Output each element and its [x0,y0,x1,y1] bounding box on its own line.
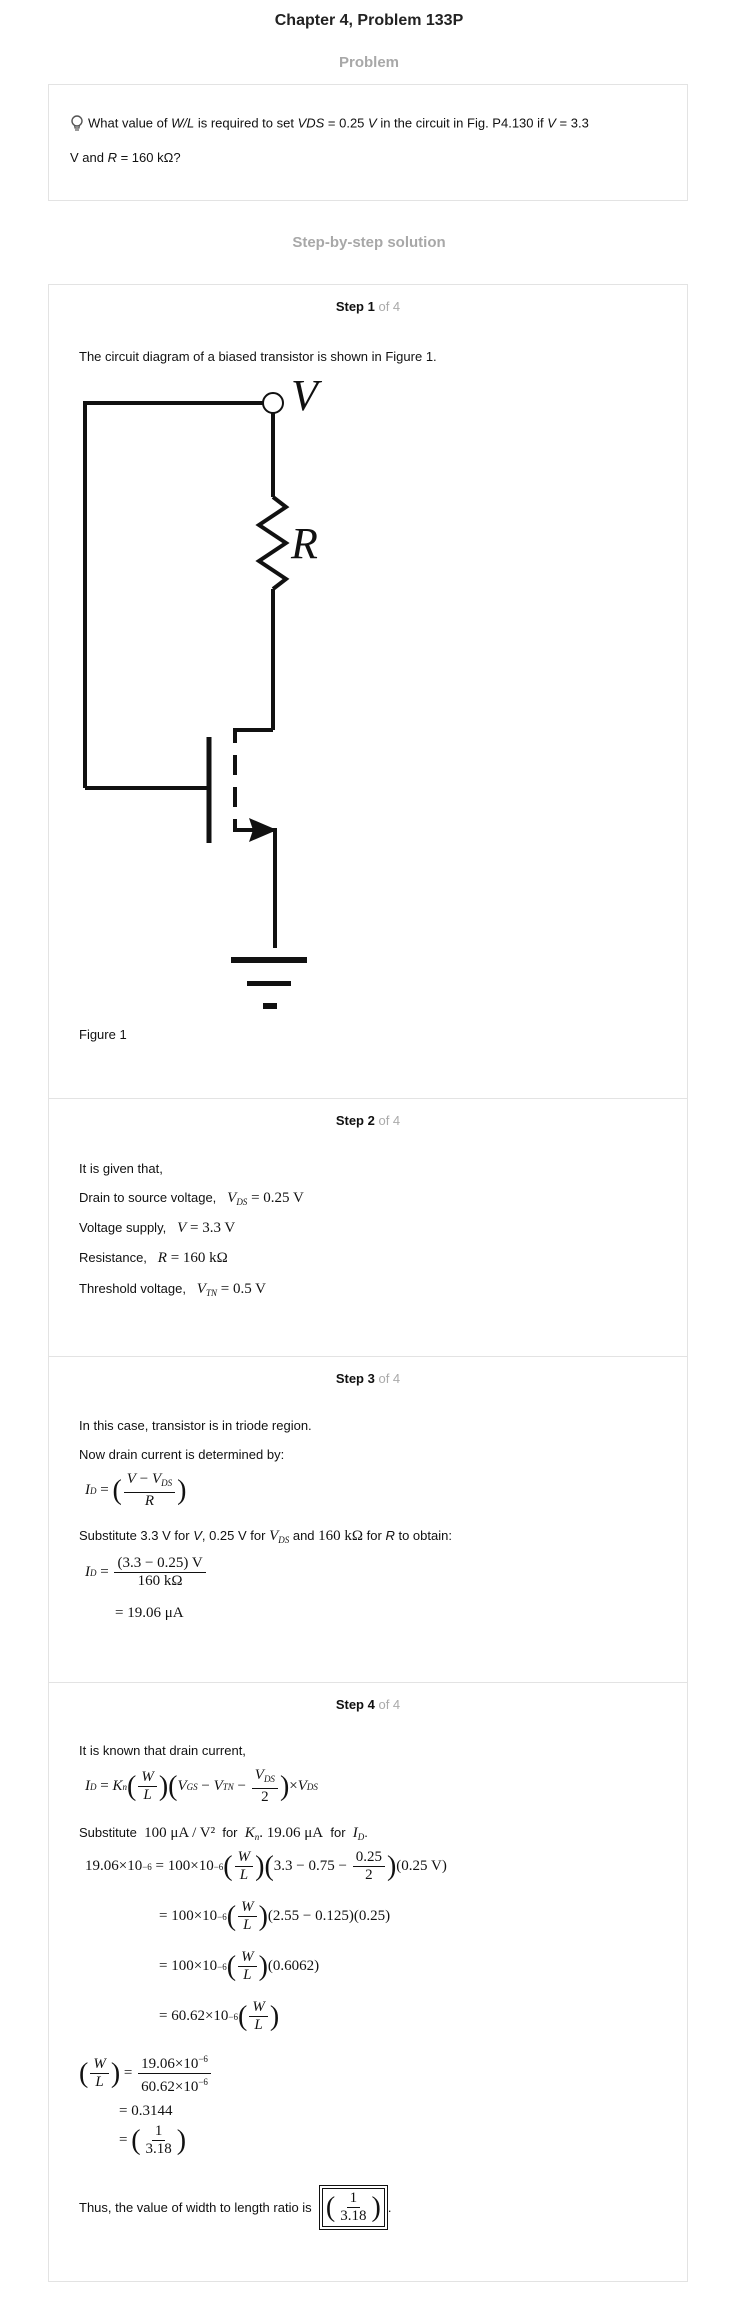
problem-text-line1: What value of W/L is required to set VDS… [70,115,589,133]
step-4-conclusion: Thus, the value of width to length ratio… [79,2185,391,2230]
lightbulb-icon [70,115,84,133]
step-3-box: Step 3 of 4 In this case, transistor is … [48,1356,688,1682]
given-vtn: Threshold voltage, VTN = 0.5 V [79,1281,267,1298]
step-3-header: Step 3 of 4 [335,1371,401,1386]
given-v: Voltage supply, V = 3.3 V [79,1220,236,1236]
ratio-decimal: = 0.3144 [119,2103,173,2119]
problem-heading: Problem [338,54,399,71]
step-4-header: Step 4 of 4 [335,1697,401,1712]
step-4-substitute: Substitute 100 μA / V² for Kn. 19.06 μA … [79,1825,368,1842]
step-3-line1: In this case, transistor is in triode re… [79,1418,312,1433]
problem-box: What value of W/L is required to set VDS… [48,84,688,201]
step-3-line2: Now drain current is determined by: [79,1447,285,1462]
step-1-intro: The circuit diagram of a biased transist… [79,349,437,364]
given-vds: Drain to source voltage, VDS = 0.25 V [79,1190,304,1207]
step-2-box: Step 2 of 4 It is given that, Drain to s… [48,1098,688,1356]
solution-heading: Step-by-step solution [292,234,446,251]
step-1-header: Step 1 of 4 [335,299,401,314]
circuit-diagram: V R [83,371,323,1009]
label-r: R [290,519,318,568]
step-3-substitute: Substitute 3.3 V for V, 0.25 V for VDS a… [79,1528,452,1545]
problem-text-line2: V and R = 160 kΩ? [70,150,181,165]
label-v: V [291,371,323,420]
step-4-box: Step 4 of 4 It is known that drain curre… [48,1682,688,2282]
given-r: Resistance, R = 160 kΩ [79,1250,228,1266]
step-2-header: Step 2 of 4 [335,1113,401,1128]
step-4-line1: It is known that drain current, [79,1743,246,1758]
figure-caption: Figure 1 [79,1027,127,1042]
drain-current-result: = 19.06 μA [115,1605,184,1621]
step-2-intro: It is given that, [79,1161,163,1176]
step-1-box: Step 1 of 4 The circuit diagram of a bia… [48,284,688,1098]
page-title: Chapter 4, Problem 133P [274,12,464,29]
